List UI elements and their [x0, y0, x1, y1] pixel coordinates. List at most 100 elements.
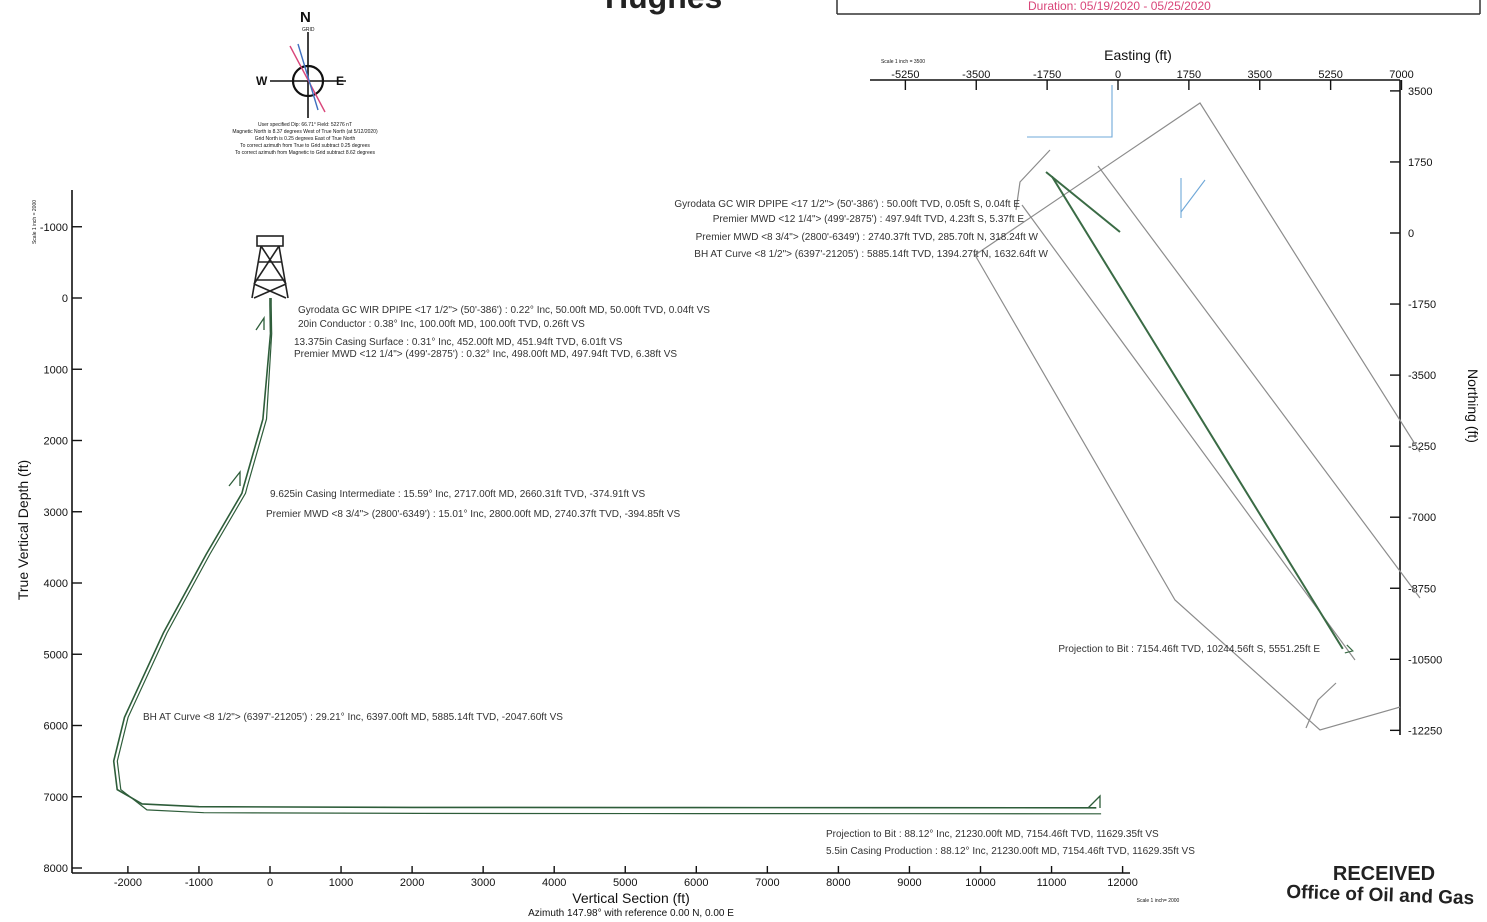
section-x-tick-label: 3000	[471, 877, 495, 889]
section-annotations: Gyrodata GC WIR DPIPE <17 1/2"> (50'-386…	[143, 305, 1195, 857]
section-x-tick-label: 10000	[965, 877, 996, 889]
plan-annotation: Premier MWD <12 1/4"> (499'-2875') : 497…	[713, 214, 1025, 225]
casing-marker-intermediate	[228, 470, 241, 487]
section-y-tick-label: 4000	[44, 578, 68, 590]
section-annotation: Premier MWD <12 1/4"> (499'-2875') : 0.3…	[294, 349, 677, 360]
compass-note: To correct azimuth from Magnetic to Grid…	[235, 150, 376, 156]
plan-annotations: Gyrodata GC WIR DPIPE <17 1/2"> (50'-386…	[674, 199, 1320, 655]
stamp-received: RECEIVED	[1333, 863, 1435, 885]
plan-view-axes: -5250 -3500 -1750 0 1750 3500 5250 7000 3500 1750…	[870, 69, 1442, 737]
header-title-fragment: Hughes	[605, 0, 722, 15]
compass-magnetic-north-line	[289, 45, 326, 113]
section-x-tick-label: 2000	[400, 877, 424, 889]
lease-line	[1015, 149, 1051, 211]
plan-y-label: Northing (ft)	[1465, 369, 1481, 443]
section-x-tick-label: 12000	[1107, 877, 1138, 889]
lease-line	[1097, 165, 1421, 599]
plan-annotation: Gyrodata GC WIR DPIPE <17 1/2"> (50'-386…	[674, 199, 1020, 210]
plan-bit-marker	[1344, 644, 1354, 654]
section-annotation: 9.625in Casing Intermediate : 15.59° Inc…	[270, 489, 645, 500]
compass-note: User specified Dip: 66.71° Field: 52276 …	[258, 122, 352, 128]
section-view-axes: -2000 -1000 0 1000 2000 3000 4000 5000 6000 7000 8…	[40, 190, 1138, 889]
plan-y-tick-label: 1750	[1408, 157, 1432, 169]
section-y-tick-label: 1000	[44, 364, 68, 376]
compass-west-label: W	[256, 74, 268, 88]
section-plan-path	[116, 298, 1102, 815]
plan-y-tick-label: 0	[1408, 228, 1414, 240]
plan-x-tick-label: 3500	[1248, 69, 1272, 81]
offset-well-line	[1027, 85, 1113, 138]
plan-x-tick-label: -1750	[1033, 69, 1061, 81]
section-y-tick-label: 5000	[44, 649, 68, 661]
section-x-tick-label: -1000	[185, 877, 213, 889]
plan-x-tick-label: -5250	[891, 69, 919, 81]
plan-y-tick-label: -8750	[1408, 583, 1436, 595]
compass-note: To correct azimuth from True to Grid sub…	[240, 143, 370, 149]
plan-annotation: Premier MWD <8 3/4"> (2800'-6349') : 274…	[696, 232, 1039, 243]
plan-y-tick-label: -7000	[1408, 512, 1436, 524]
plan-well-path	[1051, 175, 1344, 650]
compass-note: Magnetic North is 8.37 degrees West of T…	[232, 129, 378, 135]
section-x-tick-label: 0	[267, 877, 273, 889]
plan-x-tick-label: 5250	[1318, 69, 1342, 81]
plan-x-tick-label: -3500	[962, 69, 990, 81]
section-x-tick-label: 7000	[755, 877, 779, 889]
section-annotation: 5.5in Casing Production : 88.12° Inc, 21…	[826, 846, 1195, 857]
section-bottom-scale-label: Scale 1 inch= 2000	[1137, 898, 1180, 904]
section-x-tick-label: 11000	[1037, 877, 1067, 889]
header-duration: Duration: 05/19/2020 - 05/25/2020	[1028, 0, 1211, 13]
compass-note: Grid North is 0.25 degrees East of True …	[255, 136, 356, 142]
plan-x-label: Easting (ft)	[1104, 47, 1172, 63]
section-annotation: 13.375in Casing Surface : 0.31° Inc, 452…	[294, 337, 623, 348]
compass-grid-label: GRID	[302, 27, 315, 33]
section-well-path	[112, 298, 1097, 809]
stamp-office: Office of Oil and Gas	[1286, 882, 1475, 910]
offset-well-lines	[1027, 85, 1206, 218]
lease-line	[1021, 204, 1356, 661]
section-x-tick-label: 1000	[329, 877, 353, 889]
section-y-tick-label: 3000	[44, 507, 68, 519]
plan-x-tick-label: 0	[1115, 69, 1121, 81]
section-y-tick-label: 2000	[44, 436, 68, 448]
casing-markers	[228, 315, 1101, 809]
lease-line	[974, 102, 1421, 453]
section-y-tick-label: -1000	[40, 222, 68, 234]
casing-marker-production	[1087, 794, 1101, 809]
plan-x-tick-label: 1750	[1177, 69, 1201, 81]
section-annotation: Premier MWD <8 3/4"> (2800'-6349') : 15.…	[266, 509, 681, 520]
plan-scale-label: Scale 1 inch = 3500	[881, 59, 925, 65]
section-x-label: Vertical Section (ft)	[572, 890, 690, 906]
section-y-tick-label: 6000	[44, 721, 68, 733]
compass-notes: User specified Dip: 66.71° Field: 52276 …	[232, 122, 378, 156]
azimuth-label: Azimuth 147.98° with reference 0.00 N, 0…	[528, 908, 734, 919]
casing-marker-conductor	[255, 315, 265, 331]
section-y-label: True Vertical Depth (ft)	[15, 460, 31, 600]
offset-well-line	[1180, 179, 1206, 213]
section-x-tick-label: 4000	[542, 877, 566, 889]
section-x-tick-label: -2000	[114, 877, 142, 889]
plan-y-tick-label: -5250	[1408, 441, 1436, 453]
plan-y-tick-label: -10500	[1408, 654, 1442, 666]
section-y-tick-label: 8000	[44, 863, 68, 875]
plan-annotation: Projection to Bit : 7154.46ft TVD, 10244…	[1058, 644, 1320, 655]
section-x-tick-label: 8000	[826, 877, 850, 889]
section-x-tick-label: 5000	[613, 877, 637, 889]
section-annotation: Projection to Bit : 88.12° Inc, 21230.00…	[826, 829, 1159, 840]
plan-y-tick-label: 3500	[1408, 86, 1432, 98]
compass-ring	[291, 64, 325, 98]
lease-line	[974, 254, 1401, 731]
section-y-tick-label: 7000	[44, 792, 68, 804]
plan-y-tick-label: -12250	[1408, 725, 1442, 737]
drilling-rig-icon	[251, 235, 289, 299]
section-x-tick-label: 9000	[897, 877, 921, 889]
plan-y-tick-label: -3500	[1408, 370, 1436, 382]
compass-true-north-line	[297, 43, 319, 111]
section-y-tick-label: 0	[62, 293, 68, 305]
plan-x-tick-label: 7000	[1389, 69, 1413, 81]
section-annotation: 20in Conductor : 0.38° Inc, 100.00ft MD,…	[298, 319, 585, 330]
section-annotation: Gyrodata GC WIR DPIPE <17 1/2"> (50'-386…	[298, 305, 710, 316]
received-stamp: RECEIVED Office of Oil and Gas	[1286, 863, 1475, 909]
plan-y-tick-label: -1750	[1408, 299, 1436, 311]
plan-annotation: BH AT Curve <8 1/2"> (6397'-21205') : 58…	[694, 249, 1048, 260]
